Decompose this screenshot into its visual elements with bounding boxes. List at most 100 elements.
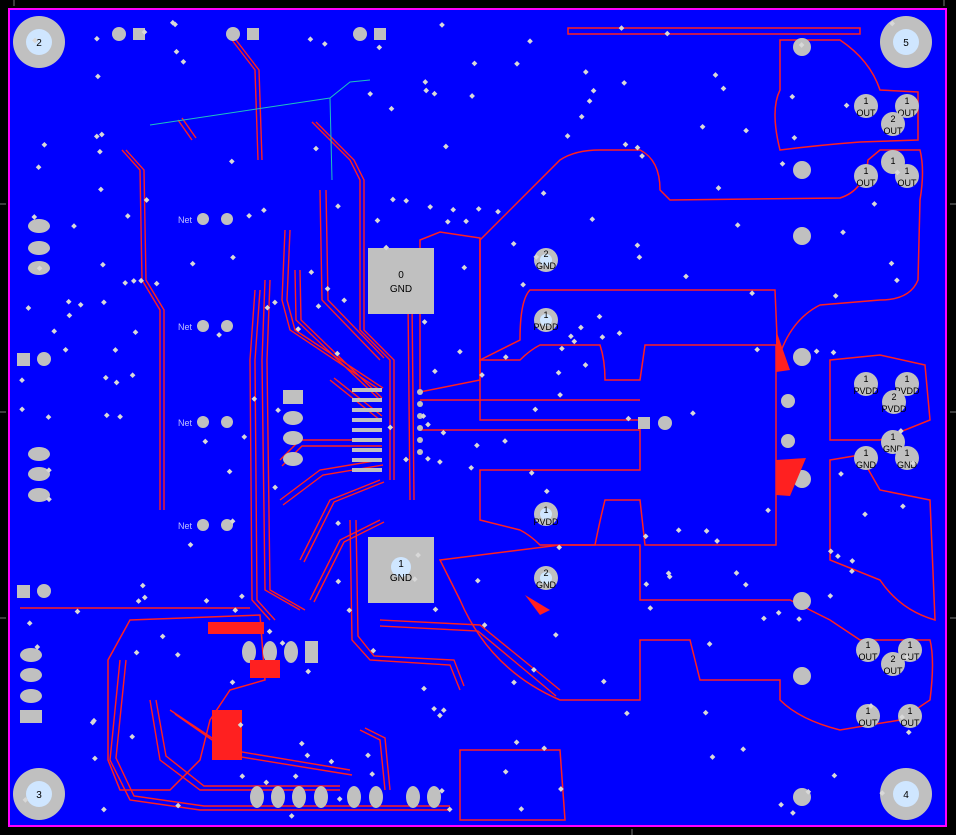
via (843, 102, 850, 109)
via (778, 801, 784, 808)
svg-text:OUT: OUT (901, 652, 921, 662)
via (172, 21, 178, 28)
thermal-pad-1[interactable]: 1 GND (368, 537, 434, 603)
via (22, 797, 29, 803)
via (761, 615, 767, 622)
via (578, 324, 584, 331)
via (175, 802, 181, 809)
pad-pvdd-top[interactable]: 1 PVDD (533, 308, 559, 332)
svg-text:2: 2 (36, 38, 42, 49)
thermal-pad-0[interactable]: 0 GND (368, 248, 434, 314)
via (264, 304, 271, 311)
via (889, 20, 896, 27)
via (571, 338, 578, 345)
mounting-hole-5[interactable]: 5 (880, 16, 932, 68)
net-label-4: Net (178, 519, 233, 531)
via (425, 455, 431, 462)
via (34, 644, 41, 650)
via (582, 69, 589, 75)
svg-text:1: 1 (907, 640, 912, 650)
via (328, 758, 335, 765)
connector-left-bottom[interactable] (20, 648, 42, 723)
via (98, 186, 104, 193)
via (621, 80, 628, 86)
via (742, 581, 749, 588)
via (335, 520, 341, 527)
square-pad (638, 417, 650, 429)
via (425, 421, 431, 428)
via (481, 622, 488, 628)
via (229, 679, 236, 686)
via (849, 558, 856, 564)
via (374, 217, 381, 224)
svg-text:1: 1 (904, 374, 909, 384)
copper-regions (107, 27, 936, 821)
via (130, 278, 137, 284)
via (862, 511, 868, 518)
inductor-pads (658, 38, 811, 806)
via (444, 218, 451, 225)
pad-gnd-top[interactable]: 2 GND (534, 248, 558, 272)
svg-text:GND: GND (390, 284, 412, 295)
signal-traces (20, 39, 640, 811)
via (112, 347, 119, 353)
via (117, 413, 123, 420)
via (910, 460, 916, 467)
via (639, 153, 645, 159)
via (313, 145, 319, 152)
two-pin-headers[interactable] (17, 27, 386, 598)
via (139, 582, 146, 589)
svg-text:PVDD: PVDD (881, 404, 907, 414)
svg-text:1: 1 (904, 166, 909, 176)
via (791, 134, 798, 141)
via (263, 779, 270, 786)
mounting-hole-2[interactable]: 2 (13, 16, 65, 68)
via (202, 438, 209, 445)
via (298, 740, 305, 747)
via (749, 290, 755, 297)
svg-text:1: 1 (890, 432, 895, 442)
via (624, 710, 630, 717)
via (502, 768, 509, 775)
mounting-hole-3[interactable]: 3 (13, 768, 65, 820)
via (840, 229, 846, 236)
via (463, 218, 469, 225)
via (95, 73, 101, 80)
via (599, 334, 606, 340)
via (100, 261, 106, 268)
pad-pvdd-bottom[interactable]: 1 PVDD (533, 502, 559, 527)
connector-bottom-row[interactable] (242, 641, 441, 808)
via (511, 679, 517, 686)
svg-text:PVDD: PVDD (894, 386, 920, 396)
connector-left-mid[interactable] (28, 447, 50, 502)
via (216, 332, 222, 338)
connector-center-left[interactable] (283, 390, 303, 466)
via (699, 123, 706, 130)
via (174, 651, 181, 658)
via (805, 788, 812, 795)
pad-gnd-bottom[interactable]: 2 GND (534, 566, 558, 590)
via (369, 771, 376, 777)
via (589, 216, 596, 223)
via (101, 806, 107, 813)
via (440, 429, 447, 436)
svg-text:OUT: OUT (859, 718, 879, 728)
mounting-hole-4[interactable]: 4 (880, 768, 932, 820)
